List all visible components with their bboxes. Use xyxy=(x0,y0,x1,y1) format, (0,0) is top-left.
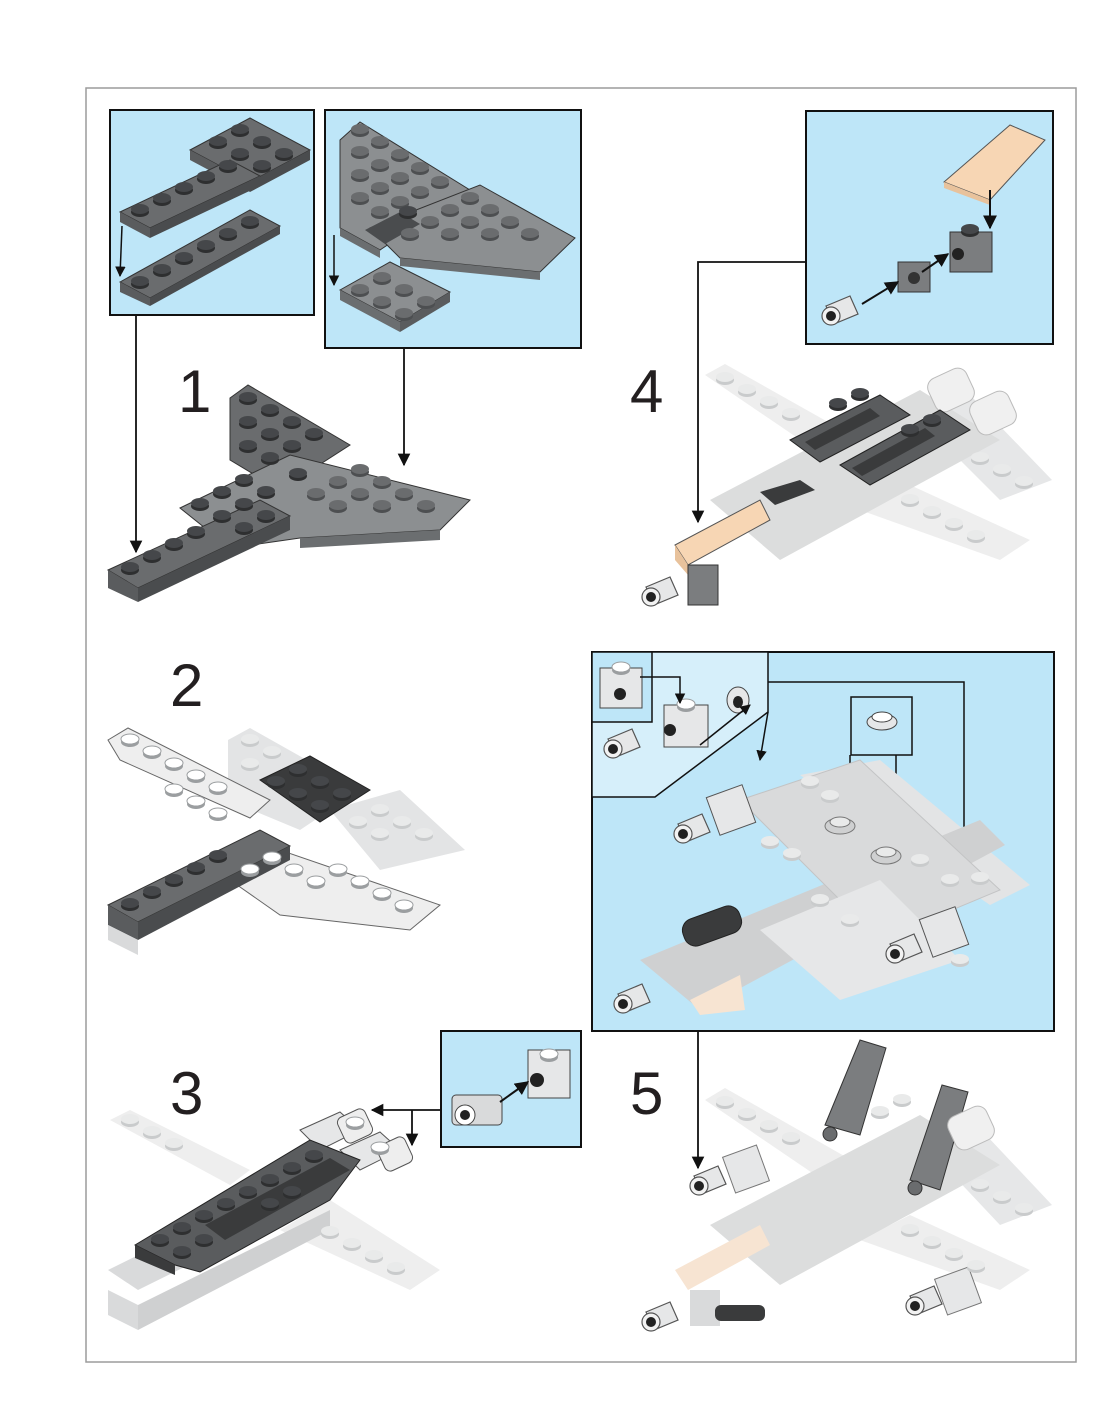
step-2-model xyxy=(106,727,465,955)
step-3: 3 xyxy=(108,1030,582,1330)
step-3-number: 3 xyxy=(170,1060,203,1127)
callout-engine-parts xyxy=(451,1048,571,1126)
callout-plate-group xyxy=(115,117,312,306)
step-5-number: 5 xyxy=(630,1060,663,1127)
step-1-number: 1 xyxy=(178,358,211,425)
step-1-model xyxy=(106,384,471,602)
step-5-model xyxy=(641,1039,1052,1332)
step-3-model xyxy=(108,1108,440,1330)
page-border xyxy=(85,87,1077,1363)
step-5: 5 xyxy=(591,651,1055,1332)
step-4-number: 4 xyxy=(630,358,663,425)
step-4-model xyxy=(641,364,1052,607)
step-2: 2 xyxy=(106,652,465,955)
step-2-number: 2 xyxy=(170,652,203,719)
callout-nose-parts xyxy=(821,124,1046,326)
step-4: 4 xyxy=(630,110,1054,607)
step-5-underside-model xyxy=(613,759,1030,1015)
callout-wing-group xyxy=(328,121,576,332)
step-1: 1 xyxy=(106,109,582,602)
